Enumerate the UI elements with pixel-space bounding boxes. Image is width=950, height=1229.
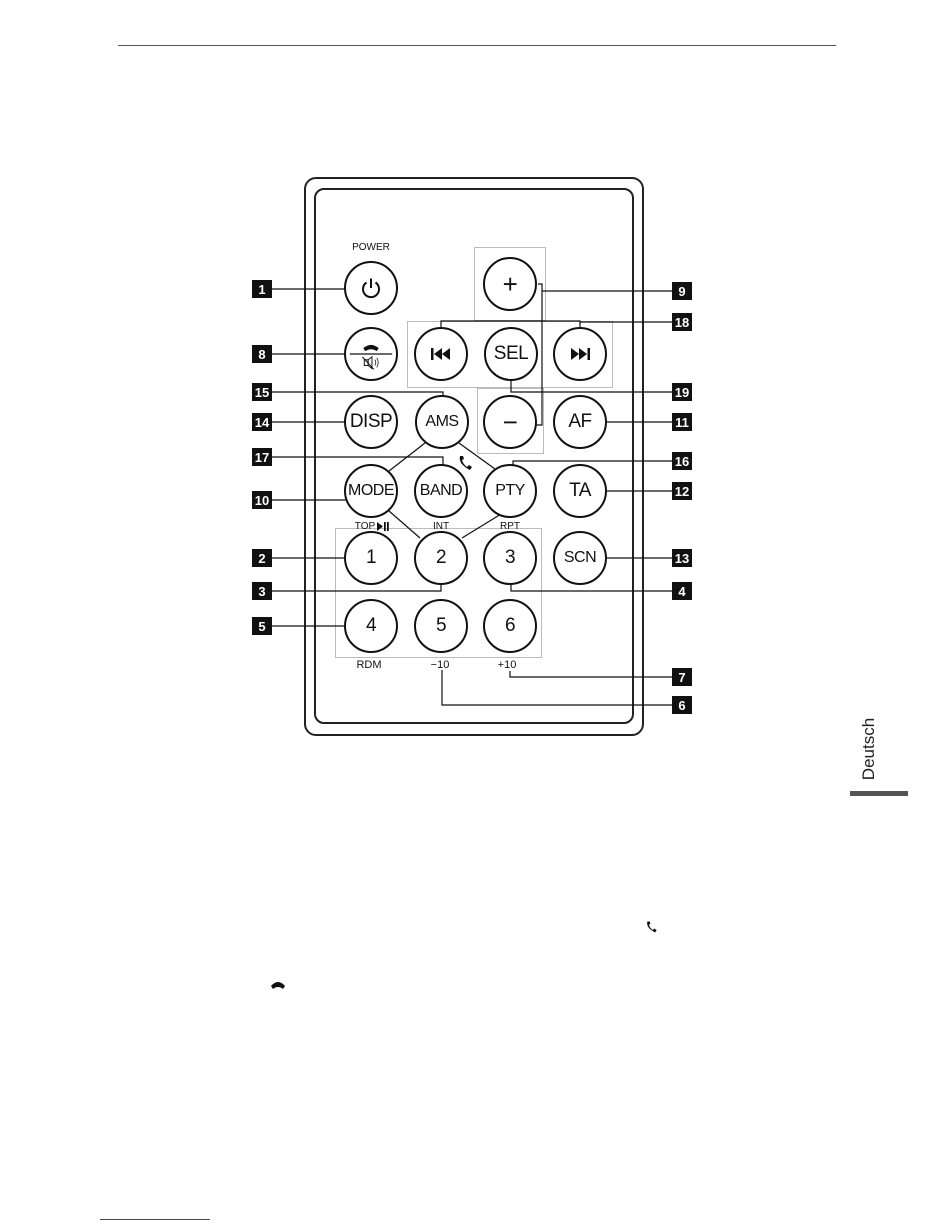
sel-label: SEL (494, 343, 528, 365)
ams-label: AMS (425, 413, 458, 431)
band-label: BAND (420, 482, 462, 500)
rdm-label: RDM (356, 659, 381, 671)
volume-up-button[interactable]: + (483, 257, 537, 311)
preset-6-label: 6 (505, 615, 515, 637)
scn-button[interactable]: SCN (553, 531, 607, 585)
callout-2: 2 (252, 549, 272, 567)
callout-1: 1 (252, 280, 272, 298)
callout-15: 15 (252, 383, 272, 401)
preset-4-button[interactable]: 4 (344, 599, 398, 653)
skip-next-button[interactable] (553, 327, 607, 381)
footer-rule (100, 1219, 210, 1220)
language-tab: Deutsch (854, 710, 884, 788)
preset-2-label: 2 (436, 547, 446, 569)
hangup-mute-icon (346, 328, 396, 380)
language-tab-bar (850, 791, 908, 796)
volume-up-label: + (503, 271, 518, 297)
ta-button[interactable]: TA (553, 464, 607, 518)
callout-19: 19 (672, 383, 692, 401)
callout-10: 10 (252, 491, 272, 509)
callout-18: 18 (672, 313, 692, 331)
pty-button[interactable]: PTY (483, 464, 537, 518)
callout-5: 5 (252, 617, 272, 635)
volume-down-label: − (503, 409, 518, 435)
preset-5-button[interactable]: 5 (414, 599, 468, 653)
callout-3: 3 (252, 582, 272, 600)
scn-label: SCN (564, 549, 596, 567)
mode-button[interactable]: MODE (344, 464, 398, 518)
band-button[interactable]: BAND (414, 464, 468, 518)
af-button[interactable]: AF (553, 395, 607, 449)
ams-button[interactable]: AMS (415, 395, 469, 449)
preset-3-button[interactable]: 3 (483, 531, 537, 585)
callout-12: 12 (672, 482, 692, 500)
phone-hangup-icon-text (270, 980, 286, 990)
preset-5-label: 5 (436, 615, 446, 637)
preset-2-button[interactable]: 2 (414, 531, 468, 585)
volume-down-button[interactable]: − (483, 395, 537, 449)
mode-label: MODE (348, 482, 394, 500)
disp-button[interactable]: DISP (344, 395, 398, 449)
callout-11: 11 (672, 413, 692, 431)
minus-10-label: −10 (431, 659, 450, 671)
preset-1-label: 1 (366, 547, 376, 569)
language-tab-label: Deutsch (859, 718, 879, 780)
callout-9: 9 (672, 282, 692, 300)
skip-previous-icon (430, 347, 452, 361)
callout-6: 6 (672, 696, 692, 714)
plus-10-label: +10 (498, 659, 517, 671)
power-icon (359, 276, 383, 300)
ta-label: TA (569, 480, 591, 502)
callout-4: 4 (672, 582, 692, 600)
sel-button[interactable]: SEL (484, 327, 538, 381)
preset-1-button[interactable]: 1 (344, 531, 398, 585)
phone-answer-icon-text (645, 920, 659, 934)
preset-4-label: 4 (366, 615, 376, 637)
preset-6-button[interactable]: 6 (483, 599, 537, 653)
skip-next-icon (569, 347, 591, 361)
af-label: AF (568, 411, 591, 433)
preset-3-label: 3 (505, 547, 515, 569)
callout-14: 14 (252, 413, 272, 431)
hangup-mute-button[interactable] (344, 327, 398, 381)
power-button[interactable] (344, 261, 398, 315)
callout-13: 13 (672, 549, 692, 567)
phone-answer-icon (457, 454, 475, 472)
callout-16: 16 (672, 452, 692, 470)
play-pause-icon (377, 522, 389, 531)
callout-7: 7 (672, 668, 692, 686)
disp-label: DISP (350, 411, 392, 433)
power-label: POWER (352, 242, 390, 253)
pty-label: PTY (495, 482, 525, 500)
callout-8: 8 (252, 345, 272, 363)
skip-previous-button[interactable] (414, 327, 468, 381)
callout-17: 17 (252, 448, 272, 466)
